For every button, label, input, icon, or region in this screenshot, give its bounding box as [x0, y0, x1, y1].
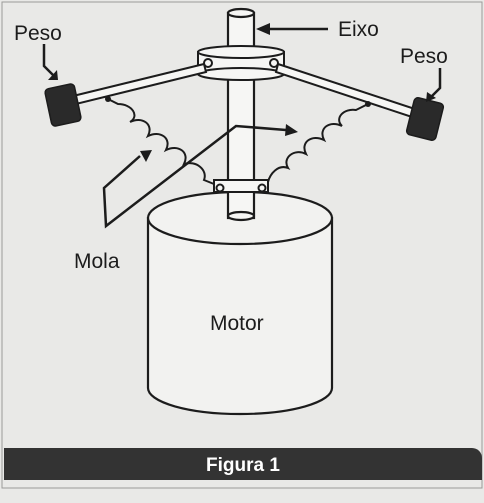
- left-weight: [44, 83, 82, 127]
- peso-right-leader: [431, 68, 442, 97]
- lower-collar: [213, 179, 269, 193]
- eixo-arrowhead: [256, 23, 270, 35]
- peso-right-arrowhead: [426, 92, 436, 102]
- right-weight: [405, 97, 445, 141]
- right-spring: [267, 103, 369, 183]
- eixo-label: Eixo: [338, 18, 379, 41]
- peso-right-label: Peso: [400, 45, 448, 68]
- right-spring-anchor: [365, 101, 371, 107]
- motor-cylinder: [146, 190, 334, 416]
- peso-left-leader: [42, 44, 55, 77]
- peso-left-label: Peso: [14, 22, 62, 45]
- figure-frame: [1, 1, 483, 489]
- mola-leader: [102, 124, 287, 229]
- left-arm: [71, 62, 208, 106]
- peso-left-arrowhead: [48, 70, 58, 80]
- mola-label: Mola: [74, 250, 120, 273]
- left-spring: [105, 97, 215, 185]
- mola-arrowhead-left: [140, 150, 152, 162]
- left-spring-anchor: [105, 96, 111, 102]
- upper-collar: [197, 45, 285, 81]
- mola-arrowhead-right: [285, 124, 298, 136]
- caption-bar: Figura 1: [4, 448, 482, 480]
- motor-label: Motor: [210, 312, 264, 335]
- figure-caption: Figura 1: [206, 455, 280, 476]
